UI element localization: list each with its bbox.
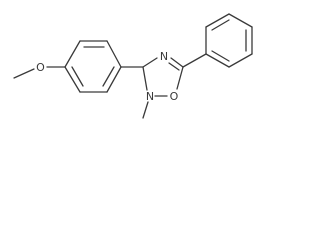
bond-ring-b-2 [205,13,230,28]
bond-n4-to-c5 [170,57,184,68]
oxadiazoline-ring [142,57,184,97]
atom-label-ring-oxygen: O [170,90,179,103]
chemical-structure-diagram: O N O N [13,13,253,119]
bond-ring-a-3 [106,40,122,68]
bond-ring-a-1 [64,40,81,68]
bond-c5-to-phenyl [182,53,207,68]
bond-ring-b-3 [228,13,253,28]
bond-ring-a-inner-2 [102,66,115,87]
bond-methyl-to-oxygen [13,68,35,79]
bond-n-methyl [142,101,149,119]
phenyl-ring [205,13,253,68]
bond-ring-b-inner-1 [211,19,230,31]
bond-ring-a-6 [64,66,81,93]
bond-ring-b-inner-3 [211,50,230,62]
atom-label-ring-nitrogen-imine: N [160,50,168,63]
bond-ring-a-4 [106,66,122,93]
methoxyphenyl-ring [64,40,122,93]
bond-n2-to-c3 [142,66,148,91]
bond-c3-to-n4 [142,57,158,68]
bond-ring-b-6 [205,53,230,68]
bond-ring-a-inner-3 [71,66,84,87]
atom-label-ring-nitrogen-methyl: N [146,90,154,103]
methoxy-group [13,66,66,79]
bond-c5-to-o1 [176,66,184,90]
bond-ring-b-5 [228,53,253,68]
bond-n4-to-c5-double [168,62,180,71]
atom-label-methoxy-oxygen: O [36,61,45,74]
